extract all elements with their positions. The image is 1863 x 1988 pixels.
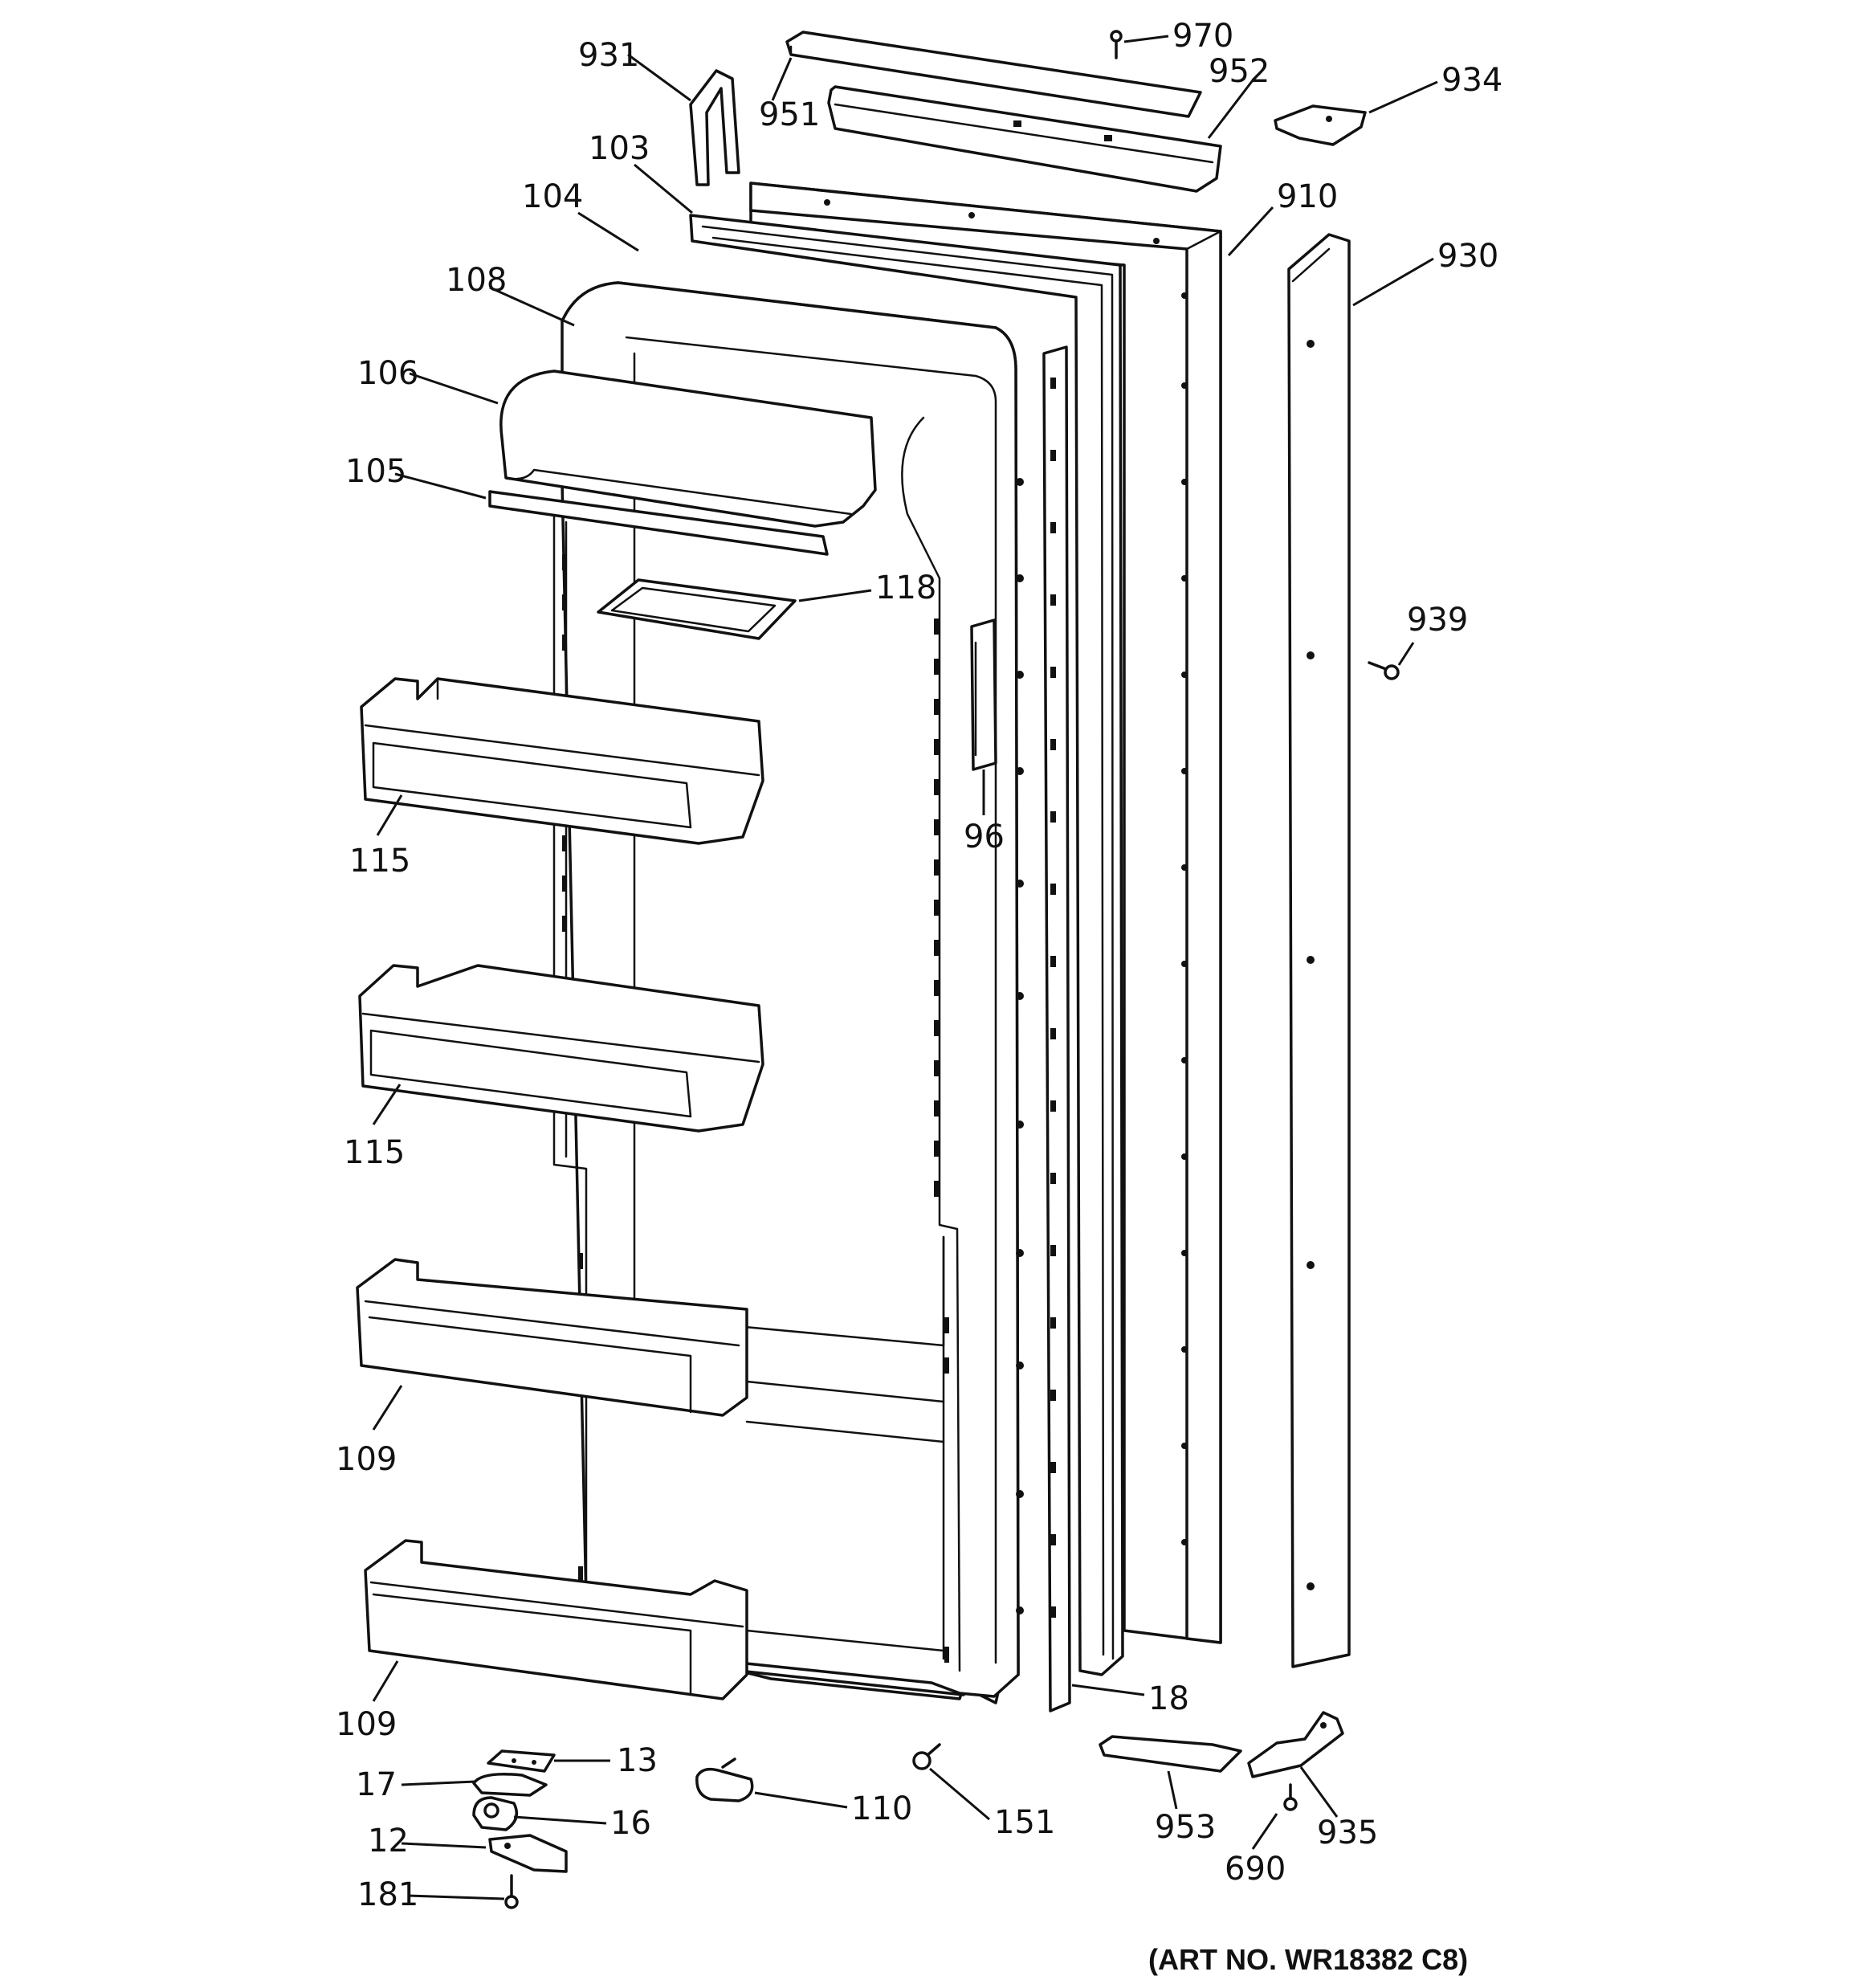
part-96-bracket xyxy=(970,618,997,771)
callout-18: 18 xyxy=(1148,1680,1189,1717)
callout-953: 953 xyxy=(1155,1809,1216,1846)
part-17-spring xyxy=(472,1773,548,1797)
callout-96: 96 xyxy=(964,818,1005,855)
part-16-cam xyxy=(472,1796,519,1831)
callout-16: 16 xyxy=(610,1805,651,1842)
callout-970: 970 xyxy=(1172,18,1233,55)
callout-12: 12 xyxy=(368,1823,409,1859)
part-951-top-cap xyxy=(785,31,1202,118)
callout-151: 151 xyxy=(994,1804,1055,1841)
callout-931: 931 xyxy=(578,37,639,74)
callout-930: 930 xyxy=(1437,238,1498,275)
part-151-screw xyxy=(912,1743,941,1770)
part-953-bottom-cap xyxy=(1099,1735,1242,1773)
part-935-bottom-hinge xyxy=(1247,1711,1344,1778)
callout-935: 935 xyxy=(1317,1815,1378,1851)
part-18-rail xyxy=(1042,345,1071,1712)
liner-slots xyxy=(562,554,949,1663)
callout-105: 105 xyxy=(345,453,406,490)
part-952-top-cover xyxy=(827,85,1222,193)
callout-115-upper: 115 xyxy=(349,843,410,880)
callout-103: 103 xyxy=(589,130,650,167)
callout-109-upper: 109 xyxy=(336,1441,397,1478)
callout-951: 951 xyxy=(759,96,820,133)
callout-115-lower: 115 xyxy=(344,1134,405,1171)
part-12-hinge xyxy=(488,1834,568,1873)
liner-screw-holes xyxy=(1016,478,1024,1614)
rail-slots xyxy=(1050,378,1056,1618)
part-106-dairy-door xyxy=(499,369,877,528)
callout-181: 181 xyxy=(357,1876,418,1913)
callout-690: 690 xyxy=(1225,1851,1286,1888)
callout-952: 952 xyxy=(1209,53,1270,90)
callout-118: 118 xyxy=(875,569,936,606)
callout-939: 939 xyxy=(1407,602,1468,639)
part-13-bracket xyxy=(487,1749,556,1773)
callout-934: 934 xyxy=(1441,62,1502,99)
callout-106: 106 xyxy=(357,355,418,392)
part-110-cap xyxy=(695,1757,754,1802)
part-115-upper-bin-1 xyxy=(360,677,764,845)
art-number: (ART NO. WR18382 C8) xyxy=(1148,1943,1468,1976)
part-109-lower-bin-1 xyxy=(356,1258,748,1417)
part-109-lower-bin-2 xyxy=(364,1539,748,1700)
part-970-screw xyxy=(1110,30,1123,59)
callout-labels: 931 951 970 952 934 103 104 910 930 108 … xyxy=(336,18,1502,1913)
callout-110: 110 xyxy=(851,1790,912,1827)
outer-door-screw-holes xyxy=(824,199,1188,1545)
part-930-side-trim xyxy=(1287,233,1351,1668)
part-690-screw xyxy=(1283,1783,1298,1811)
part-181-screw xyxy=(504,1874,519,1909)
part-939-screw xyxy=(1368,661,1400,680)
part-118-tray xyxy=(597,578,797,640)
leader-lines xyxy=(372,35,1438,1900)
callout-17: 17 xyxy=(356,1766,397,1803)
callout-109-lower: 109 xyxy=(336,1706,397,1743)
part-105-door-hinge-bar xyxy=(488,490,829,556)
callout-13: 13 xyxy=(617,1742,658,1779)
part-931-trim xyxy=(689,69,740,186)
part-115-upper-bin-2 xyxy=(358,964,764,1133)
callout-108: 108 xyxy=(446,262,507,299)
part-103-door-gasket xyxy=(689,214,1124,1676)
part-934-top-hinge xyxy=(1274,104,1367,146)
callout-910: 910 xyxy=(1277,178,1338,215)
callout-104: 104 xyxy=(522,178,583,215)
